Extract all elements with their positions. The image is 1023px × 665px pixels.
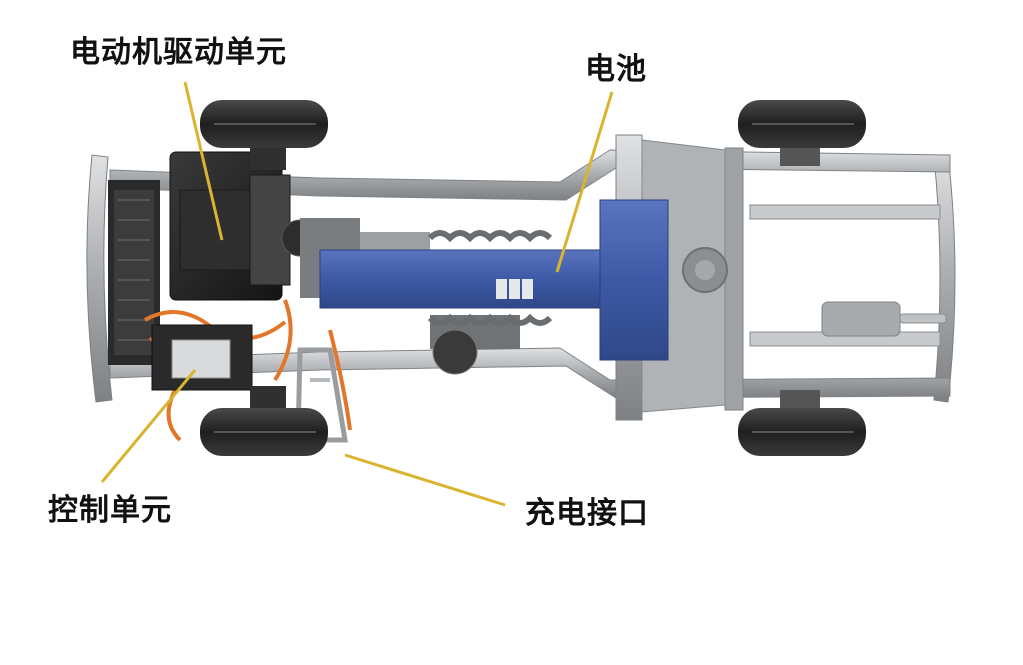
leader-line-charge — [344, 453, 506, 507]
battery-pack — [319, 199, 669, 361]
label-charging-port: 充电接口 — [525, 496, 649, 531]
control-unit — [151, 324, 253, 391]
leader-line-control — [100, 369, 197, 483]
leader-line-battery — [555, 91, 614, 273]
front-subframe — [108, 180, 160, 365]
motor-drive-unit — [169, 151, 319, 301]
label-motor-drive-unit: 电动机驱动单元 — [70, 35, 287, 70]
front-bumper — [86, 154, 113, 403]
label-battery: 电池 — [585, 52, 647, 87]
rear-bumper — [933, 154, 956, 403]
front-right-wheel — [200, 386, 328, 456]
leader-line-motor — [183, 81, 224, 241]
label-control-unit: 控制单元 — [48, 493, 172, 528]
rear-left-wheel — [738, 100, 866, 166]
leader-lines — [100, 81, 614, 507]
front-left-wheel — [200, 100, 328, 170]
rear-right-wheel — [738, 390, 866, 456]
